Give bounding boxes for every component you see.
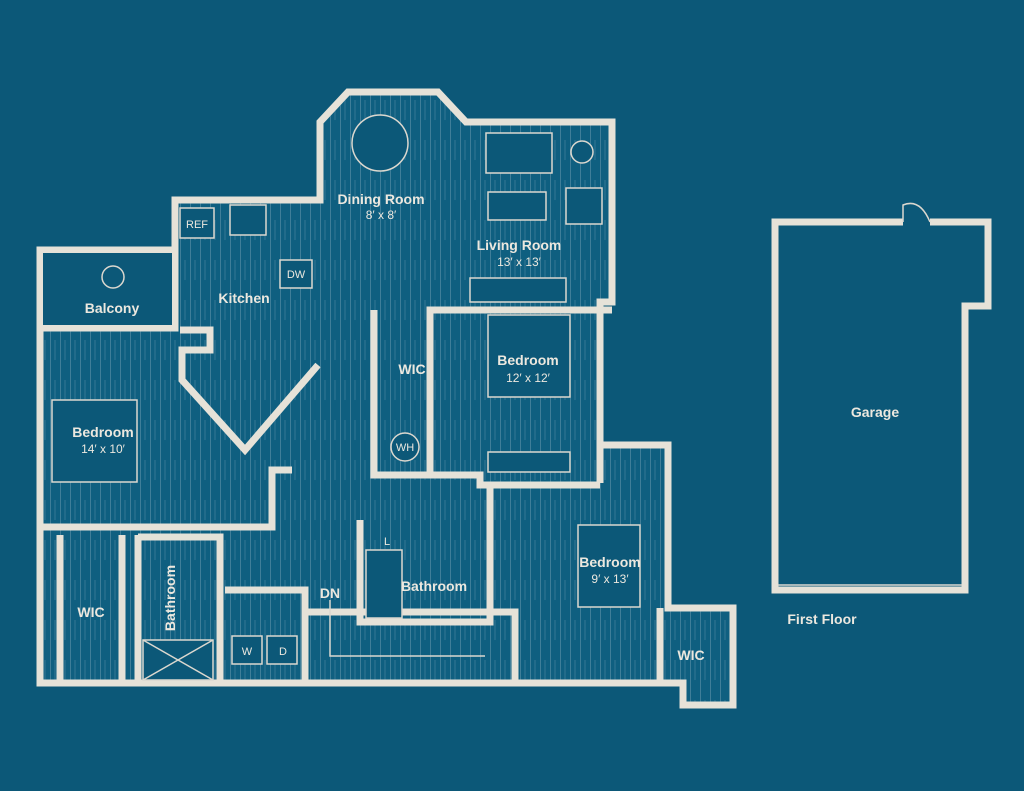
dryer-label: D xyxy=(279,646,287,658)
wic-left-label: WIC xyxy=(77,604,104,620)
bedroom-right-label: Bedroom xyxy=(579,554,640,570)
balcony-label: Balcony xyxy=(85,300,140,316)
outer-wall xyxy=(36,88,737,709)
stairs-down-label: DN xyxy=(320,585,340,601)
interior-walls xyxy=(36,250,664,683)
living-room-label: Living Room xyxy=(477,237,562,253)
fixtures xyxy=(51,114,641,681)
garage-wall xyxy=(771,218,992,594)
washer-label: W xyxy=(242,646,253,658)
wic-right-label: WIC xyxy=(677,647,704,663)
bedroom-master-label: Bedroom xyxy=(497,352,558,368)
bedroom-left-label: Bedroom xyxy=(72,424,133,440)
linen-closet-label: L xyxy=(384,536,390,548)
dining-room-size: 8′ x 8′ xyxy=(366,208,397,222)
kitchen-label: Kitchen xyxy=(218,290,269,306)
refrigerator-label: REF xyxy=(186,219,208,231)
water-heater-label: WH xyxy=(396,442,414,454)
dining-room-label: Dining Room xyxy=(337,191,424,207)
dishwasher-label: DW xyxy=(287,269,306,281)
bedroom-left-size: 14′ x 10′ xyxy=(81,442,126,456)
garage-label: Garage xyxy=(851,404,899,420)
floor-label: First Floor xyxy=(787,611,857,627)
bathroom-left-label: Bathroom xyxy=(162,565,178,631)
bathroom-center-label: Bathroom xyxy=(401,578,467,594)
wic-master-label: WIC xyxy=(398,361,425,377)
bedroom-master-size: 12′ x 12′ xyxy=(506,371,551,385)
balcony-area xyxy=(43,253,172,325)
living-room-size: 13′ x 13′ xyxy=(497,255,542,269)
bedroom-right-size: 9′ x 13′ xyxy=(591,572,629,586)
garage-door-icon xyxy=(902,202,931,223)
floor-area xyxy=(40,92,733,705)
